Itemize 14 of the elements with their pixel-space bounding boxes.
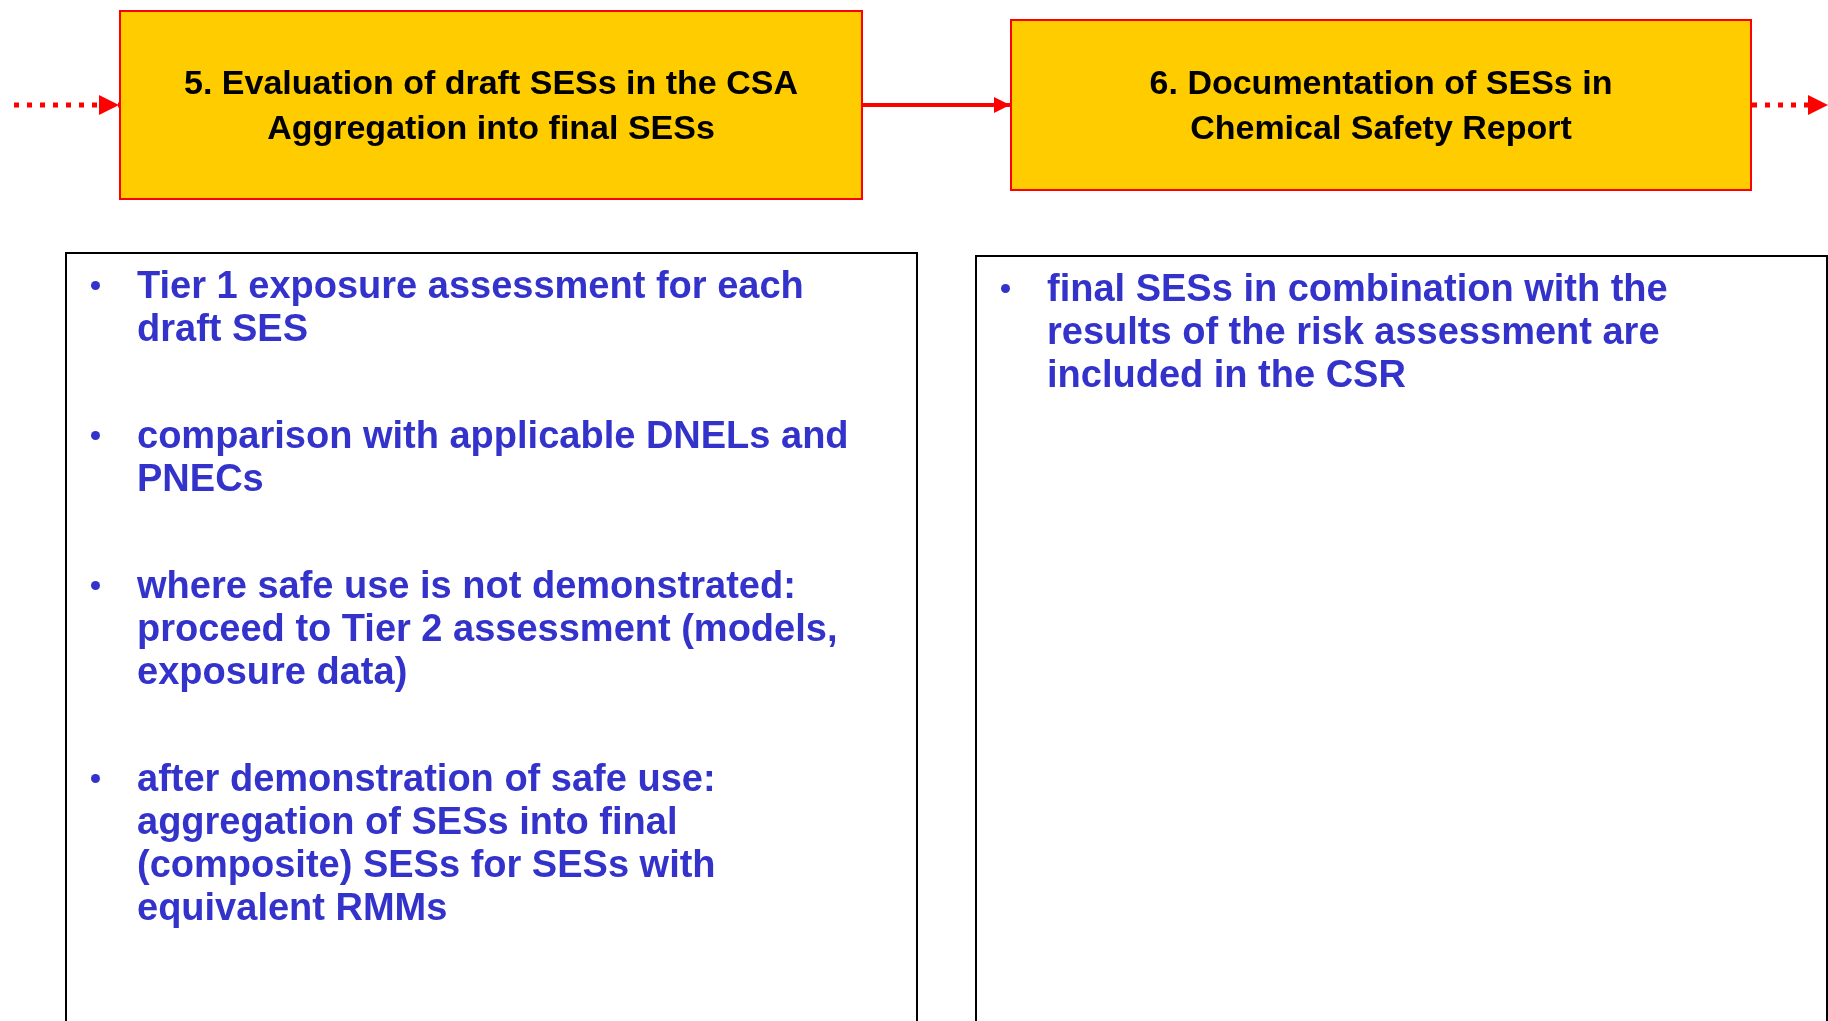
notes-panel xyxy=(975,255,1828,1021)
process-box xyxy=(119,10,863,200)
notes-panel xyxy=(65,252,918,1021)
step-title: 6. Documentation of SESs in Chemical Safety Report xyxy=(1148,62,1614,148)
bullet-text: Tier 1 exposure assessment for each draft SES xyxy=(137,264,805,350)
bullet-text: final SESs in combination with the results of the risk assessment are included in the CSR xyxy=(1047,267,1669,396)
step-title: 5. Evaluation of draft SESs in the CSA Aggregation into final SESs xyxy=(183,62,799,148)
bullet-text: comparison with applicable DNELs and PNECs xyxy=(137,414,850,500)
bullet-text: after demonstration of safe use: aggregation of SESs into final (composite) SESs for SESs with equivalent RMMs xyxy=(137,757,717,929)
arrow xyxy=(1752,95,1828,115)
process-box xyxy=(1010,19,1752,191)
arrow xyxy=(14,95,119,115)
arrow xyxy=(863,97,1010,113)
bullet-text: where safe use is not demonstrated: proceed to Tier 2 assessment (models, exposure data) xyxy=(137,564,839,693)
